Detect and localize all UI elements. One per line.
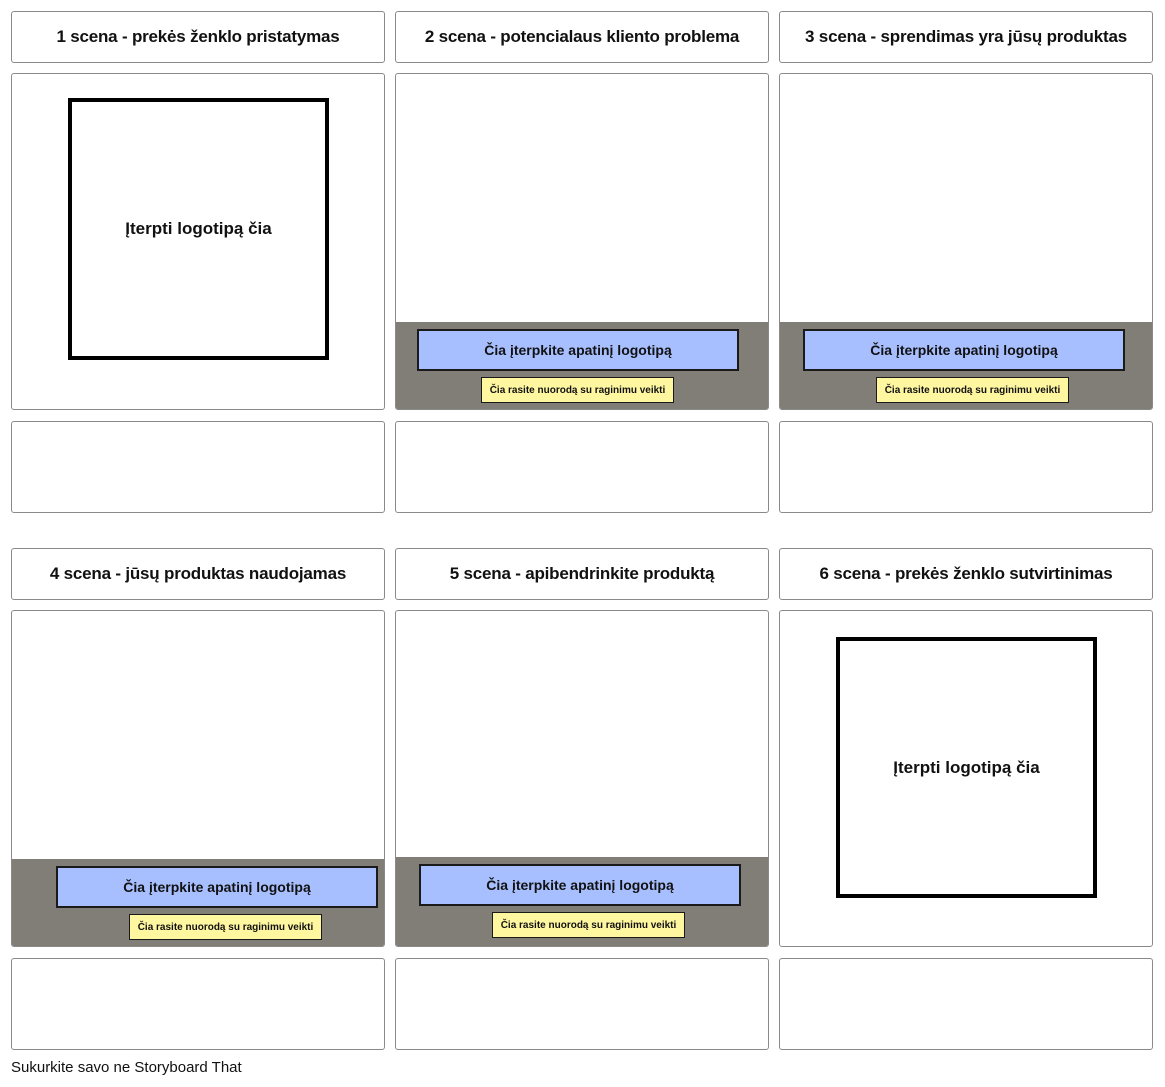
footer-credit: Sukurkite savo ne Storyboard That xyxy=(11,1059,242,1076)
scene-6-description[interactable] xyxy=(779,958,1153,1050)
scene-2-description[interactable] xyxy=(395,421,769,513)
logo-placeholder[interactable]: Įterpti logotipą čia xyxy=(836,637,1097,898)
bottom-logo-placeholder[interactable]: Čia įterpkite apatinį logotipą xyxy=(56,866,378,908)
scene-5-description[interactable] xyxy=(395,958,769,1050)
scene-4-title: 4 scena - jūsų produktas naudojamas xyxy=(11,548,385,600)
scene-6-title: 6 scena - prekės ženklo sutvirtinimas xyxy=(779,548,1153,600)
scene-3-title: 3 scena - sprendimas yra jūsų produktas xyxy=(779,11,1153,63)
scene-5-cell[interactable]: Čia įterpkite apatinį logotipą Čia rasit… xyxy=(395,610,769,947)
call-to-action-link[interactable]: Čia rasite nuorodą su raginimu veikti xyxy=(481,377,674,403)
scene-2-title: 2 scena - potencialaus kliento problema xyxy=(395,11,769,63)
scene-1-title: 1 scena - prekės ženklo pristatymas xyxy=(11,11,385,63)
scene-3-cell[interactable]: Čia įterpkite apatinį logotipą Čia rasit… xyxy=(779,73,1153,410)
bottom-band: Čia įterpkite apatinį logotipą Čia rasit… xyxy=(780,322,1152,409)
bottom-band: Čia įterpkite apatinį logotipą Čia rasit… xyxy=(396,857,768,946)
call-to-action-link[interactable]: Čia rasite nuorodą su raginimu veikti xyxy=(492,912,685,938)
scene-3-description[interactable] xyxy=(779,421,1153,513)
call-to-action-link[interactable]: Čia rasite nuorodą su raginimu veikti xyxy=(129,914,322,940)
bottom-logo-placeholder[interactable]: Čia įterpkite apatinį logotipą xyxy=(419,864,741,906)
logo-placeholder[interactable]: Įterpti logotipą čia xyxy=(68,98,329,360)
call-to-action-link[interactable]: Čia rasite nuorodą su raginimu veikti xyxy=(876,377,1069,403)
bottom-band: Čia įterpkite apatinį logotipą Čia rasit… xyxy=(12,859,384,946)
scene-1-cell[interactable]: Įterpti logotipą čia xyxy=(11,73,385,410)
bottom-band: Čia įterpkite apatinį logotipą Čia rasit… xyxy=(396,322,768,409)
scene-2-cell[interactable]: Čia įterpkite apatinį logotipą Čia rasit… xyxy=(395,73,769,410)
bottom-logo-placeholder[interactable]: Čia įterpkite apatinį logotipą xyxy=(803,329,1125,371)
bottom-logo-placeholder[interactable]: Čia įterpkite apatinį logotipą xyxy=(417,329,739,371)
scene-1-description[interactable] xyxy=(11,421,385,513)
scene-4-cell[interactable]: Čia įterpkite apatinį logotipą Čia rasit… xyxy=(11,610,385,947)
scene-6-cell[interactable]: Įterpti logotipą čia xyxy=(779,610,1153,947)
scene-4-description[interactable] xyxy=(11,958,385,1050)
scene-5-title: 5 scena - apibendrinkite produktą xyxy=(395,548,769,600)
